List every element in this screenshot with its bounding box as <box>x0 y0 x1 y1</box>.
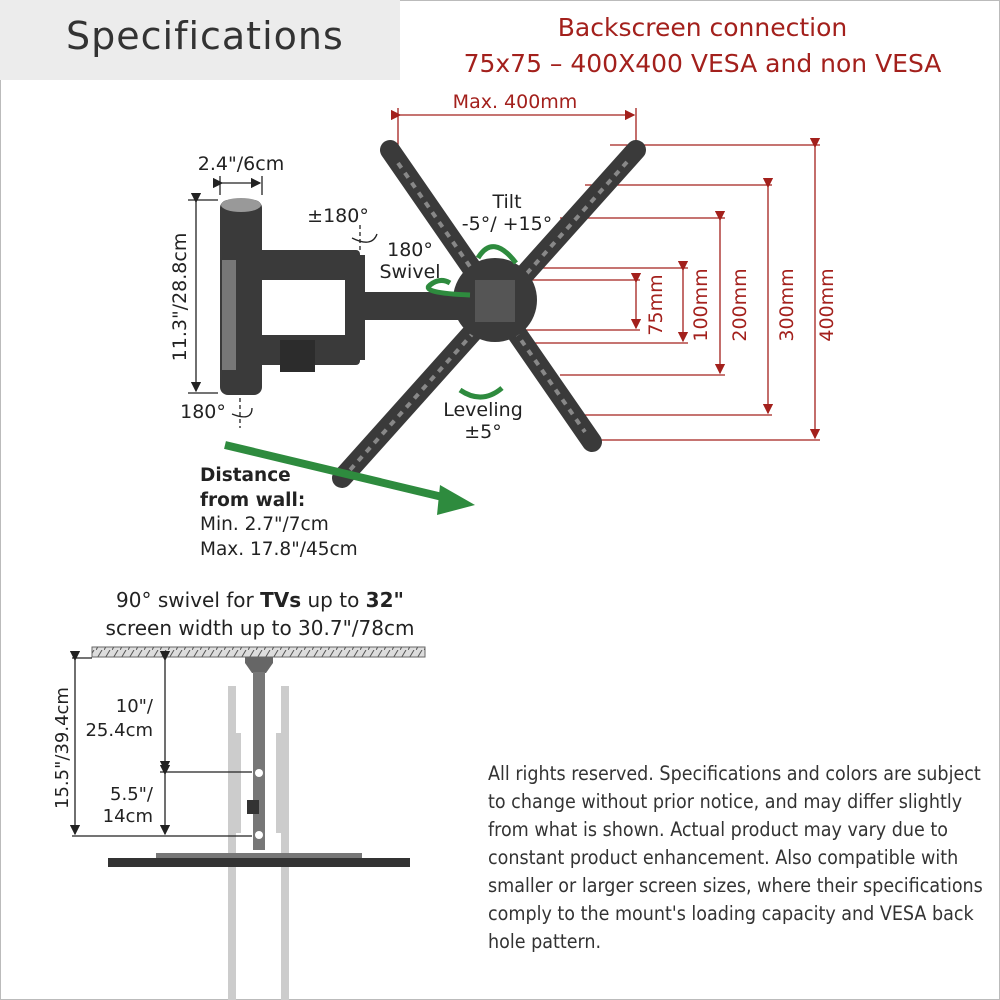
leveling-range: ±5° <box>464 421 502 443</box>
tilt-range: -5°/ +15° <box>462 213 552 235</box>
swivel-degree: 180° <box>387 239 433 261</box>
arm-height: 11.3"/28.8cm <box>169 233 191 362</box>
ceiling-mount <box>108 657 410 867</box>
upper-drop-1: 10"/ <box>116 696 154 717</box>
tilt-label: Tilt <box>491 191 521 213</box>
distance-label-2: from wall: <box>200 489 306 511</box>
vesa-title-line2: 75x75 – 400X400 VESA and non VESA <box>463 49 942 78</box>
ceiling-caption: 90° swivel for TVs up to 32" screen widt… <box>60 586 460 642</box>
swivel-label: Swivel <box>379 261 440 283</box>
disclaimer: All rights reserved. Specifications and … <box>488 762 983 953</box>
lower-drop-1: 5.5"/ <box>110 784 154 805</box>
rotation-top: ±180° <box>307 205 369 227</box>
caption-line2: screen width up to 30.7"/78cm <box>105 616 415 640</box>
tv-panel <box>108 858 410 867</box>
motion-arrows <box>224 244 518 504</box>
leveling-label: Leveling <box>443 399 523 421</box>
dim-400: 400mm <box>816 268 838 341</box>
ceiling <box>91 646 426 658</box>
arm-depth: 2.4"/6cm <box>198 153 284 175</box>
vesa-plate <box>332 140 646 488</box>
rotation-bottom: 180° <box>180 401 226 423</box>
max-width-label: Max. 400mm <box>453 91 578 113</box>
caption-bold-tvs: TVs <box>260 588 302 612</box>
dim-100: 100mm <box>690 268 712 341</box>
dim-75: 75mm <box>645 274 667 335</box>
upper-drop-2: 25.4cm <box>85 720 153 741</box>
vesa-title: Backscreen connection 75x75 – 400X400 VE… <box>440 10 965 82</box>
lower-drop-2: 14cm <box>103 806 153 827</box>
distance-arrow-icon <box>437 485 475 515</box>
caption-bold-size: 32" <box>365 588 404 612</box>
distance-from-wall: Distance from wall: Min. 2.7"/7cm Max. 1… <box>200 464 358 562</box>
wall-arm <box>220 198 475 395</box>
vesa-dimensions <box>390 108 821 441</box>
vesa-title-line1: Backscreen connection <box>557 13 848 42</box>
page-title: Specifications <box>66 14 344 58</box>
total-drop: 15.5"/39.4cm <box>52 687 73 809</box>
distance-max: Max. 17.8"/45cm <box>200 538 358 560</box>
caption-text: 90° swivel for <box>116 588 261 612</box>
dim-300: 300mm <box>776 268 798 341</box>
distance-label-1: Distance <box>200 465 291 486</box>
header-box: Specifications <box>0 0 400 80</box>
distance-min: Min. 2.7"/7cm <box>200 514 329 535</box>
caption-text: up to <box>301 588 366 612</box>
dim-200: 200mm <box>729 268 751 341</box>
tv-ghost <box>228 686 289 1000</box>
